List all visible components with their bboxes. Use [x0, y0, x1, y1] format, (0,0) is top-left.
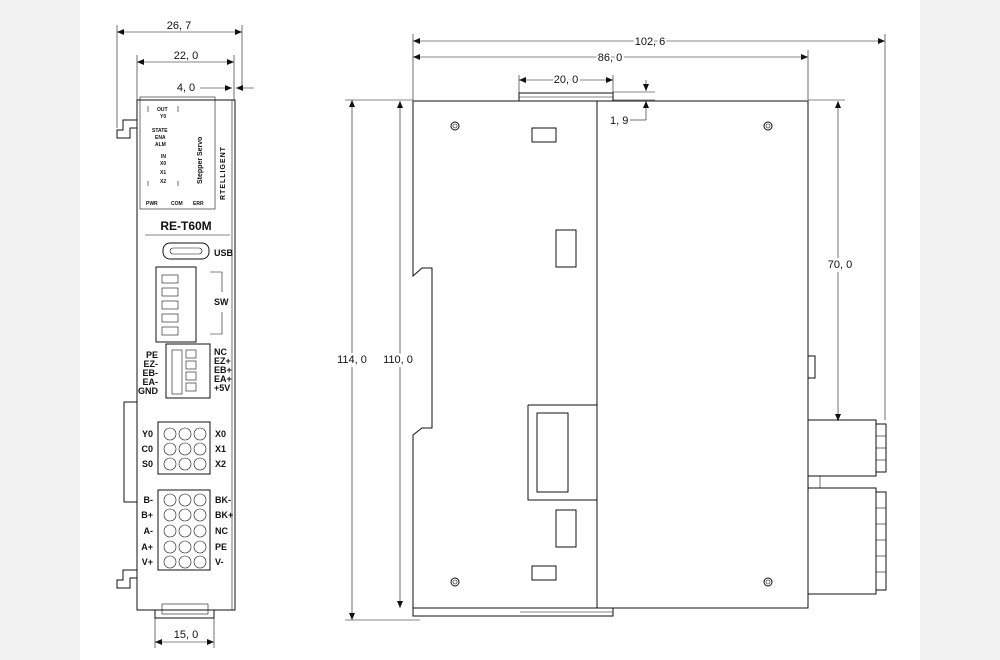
indicator-label: STATE [152, 128, 168, 134]
dim-front-bottom-width: 15, 0 [154, 618, 215, 648]
dim-label: 70, 0 [828, 259, 852, 271]
brand-logo-text: RTELLIGENT [220, 146, 227, 200]
led-label: COM [171, 201, 183, 207]
pin-label: EA- [143, 377, 159, 387]
right-margin-band [920, 0, 1000, 660]
pin-label: EA+ [214, 374, 232, 384]
dim-label: 86, 0 [598, 52, 622, 64]
dim-label: 26, 7 [167, 20, 191, 32]
pin-label: EB- [143, 368, 159, 378]
led-label: PWR [146, 201, 158, 207]
dim-body-height: 110, 0 [381, 101, 415, 608]
pin-label: GND [138, 386, 159, 396]
dim-label: 15, 0 [174, 629, 198, 641]
dim-connector-width: 20, 0 [518, 72, 614, 97]
io-screws [163, 427, 207, 471]
front-body-outline [136, 99, 236, 611]
indicator-label: X0 [160, 161, 166, 167]
dim-label: 1, 9 [610, 115, 628, 127]
indicator-label: OUT [157, 107, 168, 113]
pin-label: X2 [215, 459, 226, 469]
indicator-label: X2 [160, 179, 166, 185]
pin-label: A+ [141, 542, 153, 552]
pin-label: EB+ [214, 365, 232, 375]
pin-label: PE [215, 542, 227, 552]
io-terminal [157, 421, 211, 475]
indicator-label: X1 [160, 170, 166, 176]
pin-label: EZ+ [214, 356, 231, 366]
pin-label: B+ [141, 510, 153, 520]
pin-label: PE [146, 350, 158, 360]
encoder-right-labels: NC EZ+ EB+ EA+ +5V [214, 347, 232, 393]
pin-label: V- [215, 557, 224, 567]
side-view: 102, 6 86, 0 20, 0 1, 9 114, 0 [335, 34, 887, 621]
pin-label: A- [144, 526, 154, 536]
encoder-left-labels: PE EZ- EB- EA- GND [138, 350, 159, 396]
led-label: ERR [193, 201, 204, 207]
side-connectors [807, 419, 887, 595]
dim-label: 114, 0 [337, 354, 367, 366]
usb-port [162, 242, 210, 260]
dim-label: 110, 0 [383, 354, 413, 366]
status-panel [139, 96, 216, 210]
indicator-label: IN [161, 154, 166, 160]
dim-label: 102, 6 [635, 36, 666, 48]
sw-label: SW [214, 297, 229, 307]
pin-label: C0 [141, 444, 153, 454]
front-view: 26, 7 22, 0 4, 0 OUT Y0 STATE ENA ALM IN [116, 20, 254, 648]
dim-total-height: 114, 0 [335, 99, 420, 621]
side-body-outline [412, 100, 809, 609]
pin-label: NC [215, 526, 228, 536]
pin-label: X1 [215, 444, 226, 454]
power-terminal [157, 489, 211, 571]
dim-front-clip-width: 4, 0 [177, 82, 254, 94]
pin-label: Y0 [142, 429, 153, 439]
dim-body-depth: 86, 0 [413, 50, 809, 100]
dim-label: 20, 0 [554, 74, 578, 86]
pin-label: EZ- [144, 359, 159, 369]
pin-label: V+ [142, 557, 153, 567]
dim-label: 22, 0 [174, 50, 198, 62]
encoder-connector [165, 343, 211, 399]
dim-mount-height: 70, 0 [808, 99, 855, 421]
power-screws [163, 493, 207, 569]
indicator-label: Y0 [160, 114, 166, 120]
dip-switch [155, 266, 197, 343]
pin-label: BK+ [215, 510, 233, 520]
dim-connector-height: 1, 9 [610, 80, 655, 127]
product-label: Stepper Servo [197, 137, 204, 184]
usb-label: USB [214, 248, 234, 258]
left-margin-band [0, 0, 80, 660]
dim-front-total-width: 26, 7 [116, 20, 243, 128]
dim-label: 4, 0 [177, 82, 195, 94]
dim-total-depth: 102, 6 [412, 34, 886, 420]
indicator-label: ALM [155, 142, 166, 148]
dim-front-body-width: 22, 0 [136, 50, 235, 100]
indicator-label: ENA [155, 135, 166, 141]
pin-label: NC [214, 347, 227, 357]
pin-label: BK- [215, 495, 231, 505]
pin-label: S0 [142, 459, 153, 469]
pin-label: +5V [214, 383, 230, 393]
pin-label: X0 [215, 429, 226, 439]
pin-label: B- [144, 495, 154, 505]
model-label: RE-T60M [160, 219, 211, 233]
